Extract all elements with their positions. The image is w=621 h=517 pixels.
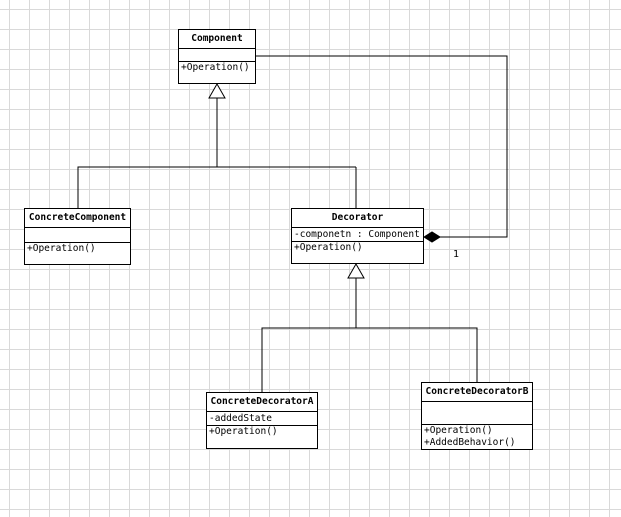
generalization-line-component	[77, 98, 218, 208]
class-operations: +Operation() +AddedBehavior()	[422, 425, 532, 449]
class-attributes	[179, 49, 255, 62]
inheritance-arrow-component	[208, 82, 226, 99]
aggregation-line	[256, 55, 508, 238]
operation: +Operation()	[209, 426, 278, 437]
class-operations: +Operation()	[25, 243, 130, 255]
operation: +AddedBehavior()	[424, 437, 516, 448]
class-name: ConcreteDecoratorA	[207, 393, 317, 412]
composition-diamond	[423, 231, 441, 243]
operation: +Operation()	[424, 425, 493, 436]
class-name: Decorator	[292, 209, 423, 228]
attribute: -componetn : Component	[294, 229, 420, 240]
operation: +Operation()	[181, 62, 250, 73]
class-concrete-decorator-b[interactable]: ConcreteDecoratorB +Operation() +AddedBe…	[421, 382, 533, 450]
generalization-line-decorator	[261, 327, 478, 392]
class-operations: +Operation()	[179, 62, 255, 74]
class-operations: +Operation()	[292, 242, 423, 254]
class-name: Component	[179, 30, 255, 49]
attribute: -addedState	[209, 413, 272, 424]
operation: +Operation()	[27, 243, 96, 254]
class-decorator[interactable]: Decorator -componetn : Component +Operat…	[291, 208, 424, 264]
class-name: ConcreteDecoratorB	[422, 383, 532, 402]
class-attributes: -addedState	[207, 412, 317, 426]
class-component[interactable]: Component +Operation()	[178, 29, 256, 84]
aggregation-multiplicity-label: 1	[453, 249, 460, 260]
class-concrete-decorator-a[interactable]: ConcreteDecoratorA -addedState +Operatio…	[206, 392, 318, 449]
inheritance-arrow-decorator	[347, 262, 365, 279]
class-attributes	[422, 402, 532, 425]
class-concrete-component[interactable]: ConcreteComponent +Operation()	[24, 208, 131, 265]
class-name: ConcreteComponent	[25, 209, 130, 228]
operation: +Operation()	[294, 242, 363, 253]
class-attributes	[25, 228, 130, 243]
class-attributes: -componetn : Component	[292, 228, 423, 242]
class-operations: +Operation()	[207, 426, 317, 438]
